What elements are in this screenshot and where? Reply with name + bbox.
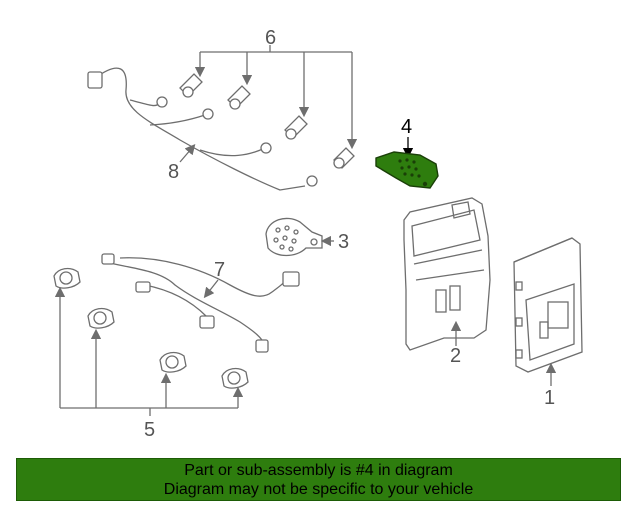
sensor-6c [284,115,308,140]
sensor-6a [179,73,203,98]
callout-6[interactable]: 6 [265,27,276,49]
part-5-group: 5 [53,267,249,441]
callout-7[interactable]: 7 [214,259,225,281]
callout-3[interactable]: 3 [338,231,349,253]
callout-4[interactable]: 4 [401,116,412,138]
callout-2[interactable]: 2 [450,345,461,367]
part-8-harness: 8 [87,67,318,191]
part-7-harness: 7 [101,253,300,353]
sensor-6b [227,85,251,110]
callout-8[interactable]: 8 [168,161,179,183]
part-1-module: 1 [513,237,583,409]
sensor-5d [221,367,249,389]
info-banner: Part or sub-assembly is #4 in diagram Di… [16,458,621,501]
banner-line-2: Diagram may not be specific to your vehi… [163,481,474,498]
callout-1[interactable]: 1 [544,387,555,409]
part-2-bracket: 2 [403,197,491,367]
sensor-5a [53,267,81,289]
sensor-6d [333,147,355,169]
sensor-5c [159,351,187,373]
banner-line-1: Part or sub-assembly is #4 in diagram [184,462,453,479]
part-3-connector: 3 [265,217,349,257]
part-4-highlighted: 4 [375,116,439,189]
parts-diagram: 6 8 4 [53,27,583,441]
part-6-group: 6 [179,27,358,169]
sensor-5b [87,307,115,329]
callout-5[interactable]: 5 [144,419,155,441]
